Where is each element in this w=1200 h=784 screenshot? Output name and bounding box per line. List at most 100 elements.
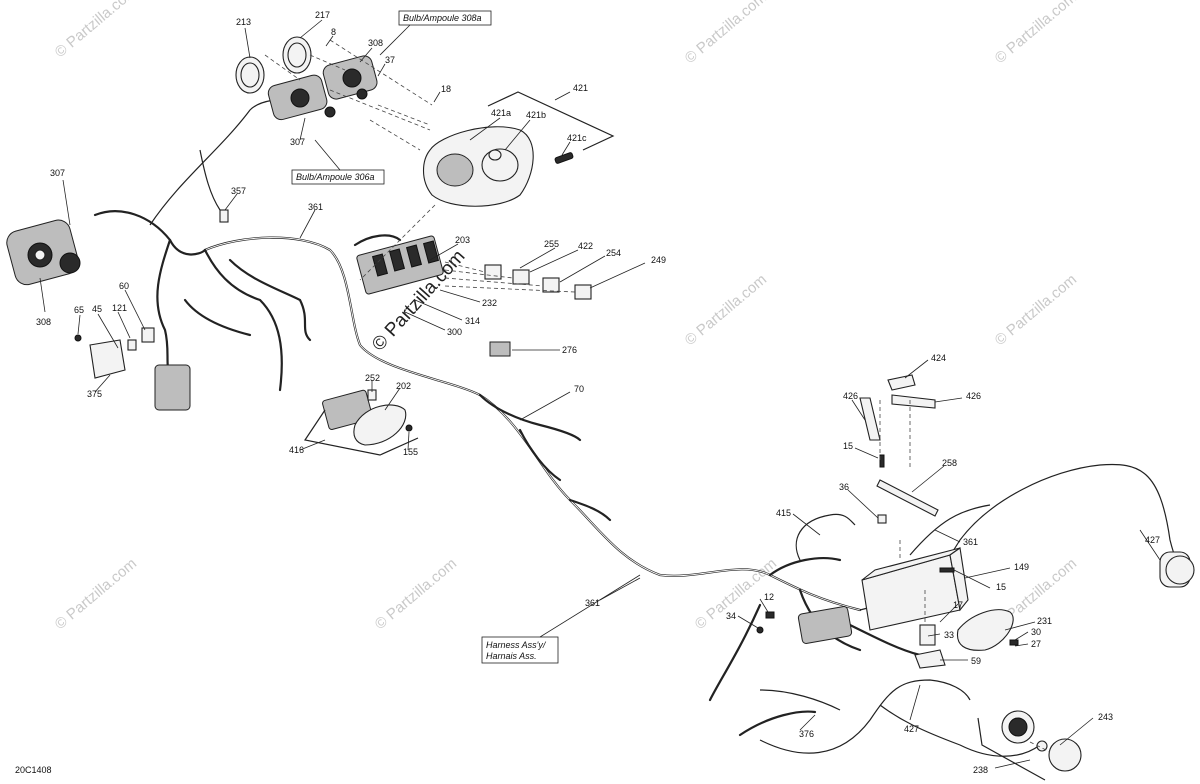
label-70: 70 (574, 384, 584, 394)
lens-238 (1048, 738, 1082, 772)
label-238: 238 (973, 765, 988, 775)
connector-60 (141, 327, 155, 343)
switch-254 (542, 277, 560, 293)
assembly-lines (264, 39, 1051, 753)
label-202: 202 (396, 381, 411, 391)
label-427-right: 427 (1145, 535, 1160, 545)
label-243: 243 (1098, 712, 1113, 722)
label-8: 8 (331, 27, 336, 37)
label-361-right: 361 (963, 537, 978, 547)
label-18: 18 (441, 84, 451, 94)
label-252: 252 (365, 373, 380, 383)
callout-bulb-308a (398, 10, 492, 26)
light-231 (956, 609, 1014, 651)
callout-bulb-308a-text: Bulb/Ampoule 308a (403, 13, 482, 23)
bulb-243 (1036, 740, 1048, 752)
label-426-right: 426 (966, 391, 981, 401)
label-421c: 421c (567, 133, 587, 143)
label-307-top: 307 (290, 137, 305, 147)
clip-36 (877, 514, 887, 524)
label-255: 255 (544, 239, 559, 249)
label-421: 421 (573, 83, 588, 93)
label-421b: 421b (526, 110, 546, 120)
left-components (74, 209, 413, 446)
bracket-375 (89, 339, 126, 379)
main-harness (93, 98, 1186, 757)
label-232: 232 (482, 298, 497, 308)
headlight-cluster-top (235, 36, 378, 121)
watermark: © Partzilla.com (372, 555, 460, 633)
label-376: 376 (799, 729, 814, 739)
bolt-15-mid (939, 567, 955, 573)
watermark: © Partzilla.com (682, 271, 770, 349)
label-155: 155 (403, 447, 418, 457)
label-308-top: 308 (368, 38, 383, 48)
bolt-15-top (879, 454, 885, 468)
label-300: 300 (447, 327, 462, 337)
label-254: 254 (606, 248, 621, 258)
fuse-357 (219, 209, 229, 223)
label-427-bottom: 427 (904, 724, 919, 734)
label-375: 375 (87, 389, 102, 399)
label-59: 59 (971, 656, 981, 666)
callout-harness-line1: Harness Ass'y/ (486, 640, 547, 650)
label-149: 149 (1014, 562, 1029, 572)
nut-65 (74, 334, 82, 342)
label-15-mid: 15 (996, 582, 1006, 592)
switch-255 (484, 264, 502, 280)
nut-155 (405, 424, 413, 432)
watermark: © Partzilla.com (992, 0, 1080, 67)
bracket-426-left (859, 397, 881, 441)
gauge-cluster-421 (422, 126, 574, 207)
strap-258 (876, 479, 939, 517)
nut-34 (756, 626, 764, 634)
watermark: © Partzilla.com (52, 0, 140, 61)
watermark: © Partzilla.com (52, 555, 140, 633)
label-45: 45 (92, 304, 102, 314)
leader-lines (39, 19, 1161, 769)
label-361-mid: 361 (585, 598, 600, 608)
label-426-left: 426 (843, 391, 858, 401)
group-421 (487, 91, 615, 151)
mount-59 (914, 649, 946, 669)
callout-harness-line2: Harnais Ass. (486, 651, 537, 661)
group-238 (977, 717, 1046, 781)
label-422: 422 (578, 241, 593, 251)
callouts: Bulb/Ampoule 308a Bulb/Ampoule 306a Harn… (291, 10, 641, 664)
screw-30 (1009, 639, 1019, 646)
label-36: 36 (839, 482, 849, 492)
label-17: 17 (953, 600, 963, 610)
clip-121 (127, 339, 137, 351)
label-357: 357 (231, 186, 246, 196)
fuse-box (797, 606, 853, 644)
switch-bank (356, 235, 592, 357)
label-415: 415 (776, 508, 791, 518)
label-276: 276 (562, 345, 577, 355)
label-34: 34 (726, 611, 736, 621)
watermark: © Partzilla.com (992, 271, 1080, 349)
label-12: 12 (764, 592, 774, 602)
label-231: 231 (1037, 616, 1052, 626)
callout-harness (481, 636, 559, 664)
group-416 (304, 409, 419, 456)
label-314: 314 (465, 316, 480, 326)
bracket-426-right (891, 394, 936, 409)
label-30: 30 (1031, 627, 1041, 637)
label-307-left: 307 (50, 168, 65, 178)
label-121: 121 (112, 303, 127, 313)
switch-276 (489, 341, 511, 357)
label-213: 213 (236, 17, 251, 27)
label-37: 37 (385, 55, 395, 65)
bezel-202 (353, 404, 407, 446)
label-33: 33 (944, 630, 954, 640)
label-60: 60 (119, 281, 129, 291)
module-375-box (154, 364, 191, 411)
label-27: 27 (1031, 639, 1041, 649)
label-15-top: 15 (843, 441, 853, 451)
nut-12 (765, 611, 775, 619)
right-components (756, 374, 1195, 772)
label-258: 258 (942, 458, 957, 468)
headlight-left (6, 219, 81, 286)
bracket-424 (887, 374, 916, 391)
